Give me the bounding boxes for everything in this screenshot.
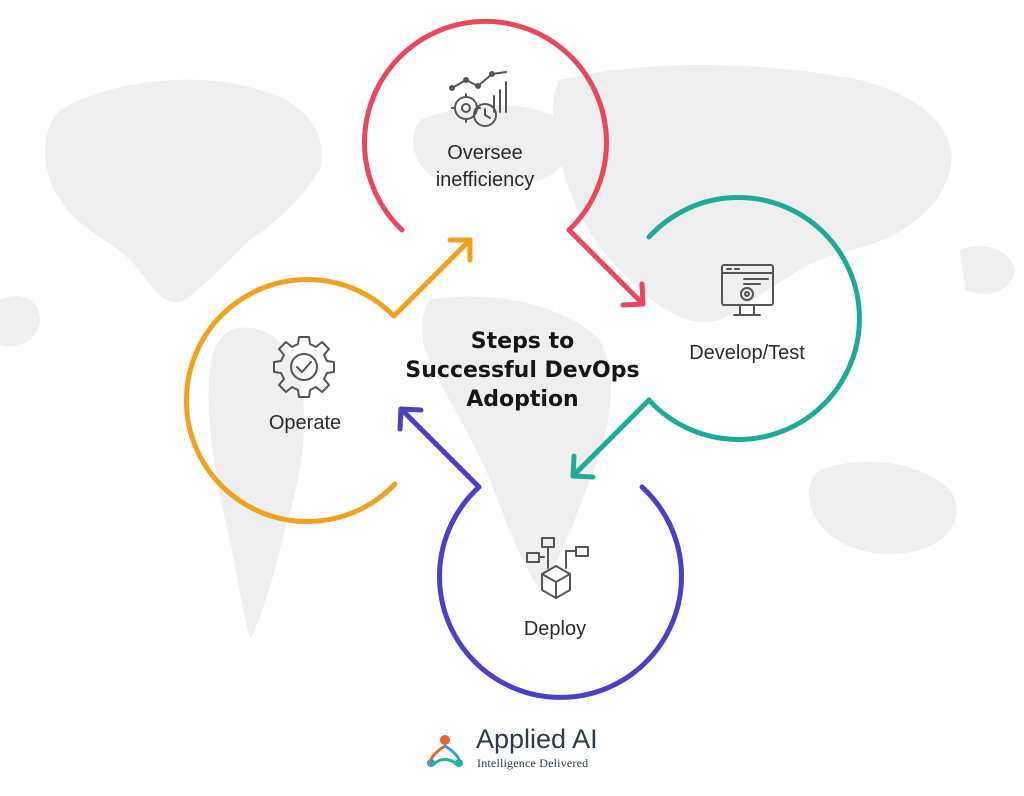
brand-name: Applied AI — [476, 724, 598, 754]
oversee-circle — [362, 19, 609, 233]
develop-label-text: Develop/Test — [689, 342, 805, 364]
develop-label: Develop/Test — [672, 342, 822, 365]
diagram-title: Steps to Successful DevOps Adoption — [400, 327, 645, 414]
operate-label-text: Operate — [268, 412, 342, 434]
world-map-background — [0, 65, 1015, 640]
applied-ai-logo-icon — [427, 735, 463, 767]
gear-check-icon — [273, 336, 335, 398]
package-network-icon — [526, 537, 589, 599]
arrow-develop-to-deploy — [570, 397, 652, 480]
deploy-label-text: Deploy — [523, 618, 587, 640]
brand-tagline: Intelligence Delivered — [477, 756, 589, 770]
operate-label: Operate — [250, 412, 360, 435]
gear-chart-icon — [449, 71, 507, 127]
title-line-2: Successful DevOps — [405, 358, 640, 383]
deploy-label: Deploy — [500, 618, 610, 641]
monitor-gear-icon — [721, 264, 774, 316]
arrow-deploy-to-operate — [397, 406, 482, 490]
title-line-3: Adoption — [466, 387, 579, 412]
oversee-label-line-2: inefficiency — [435, 169, 535, 191]
operate-circle — [183, 277, 398, 524]
develop-circle — [646, 195, 862, 442]
deploy-circle — [437, 484, 684, 700]
oversee-label: Oversee inefficiency — [410, 140, 560, 194]
title-line-1: Steps to — [470, 329, 575, 354]
oversee-label-line-1: Oversee — [447, 142, 523, 164]
arrow-oversee-to-develop — [566, 227, 646, 308]
arrow-operate-to-oversee — [391, 237, 473, 319]
